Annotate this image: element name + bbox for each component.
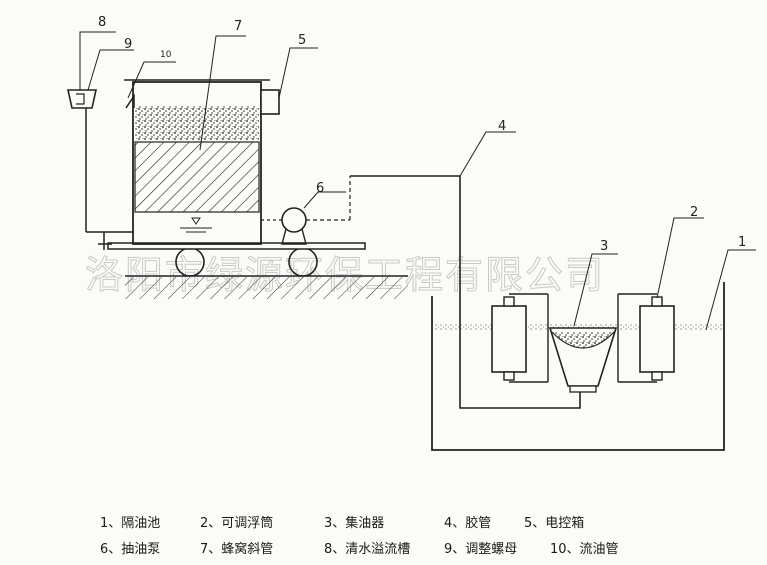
callout-6: 6 [316, 181, 324, 196]
oil-film-surface [434, 324, 722, 330]
adjustable-float-right [617, 293, 675, 383]
oil-collector [548, 327, 618, 393]
legend-item: 7、蜂窝斜管 [200, 541, 274, 557]
legend-item: 10、流油管 [550, 541, 619, 557]
oil-foam-layer [135, 106, 259, 140]
base-plate [107, 242, 366, 250]
control-box [260, 89, 280, 115]
adjustable-float-left [491, 293, 549, 383]
oil-outflow-pipe [125, 93, 135, 109]
callout-3: 3 [600, 239, 608, 254]
callout-9: 9 [124, 37, 132, 52]
callout-2: 2 [690, 205, 698, 220]
legend-item: 5、电控箱 [524, 515, 585, 531]
legend-item: 4、胶管 [444, 515, 492, 531]
rubber-hose [350, 175, 581, 409]
parts-legend: 1、隔油池 2、可调浮筒 3、集油器 4、胶管 5、电控箱 6、抽油泵 7、蜂窝… [100, 508, 700, 560]
separator-schematic: 洛阳市绿源环保工程有限公司 [67, 15, 756, 451]
legend-row-1: 1、隔油池 2、可调浮筒 3、集油器 4、胶管 5、电控箱 [100, 508, 700, 534]
callout-5: 5 [298, 33, 306, 48]
overflow-trough [67, 89, 134, 250]
callout-10: 10 [160, 50, 172, 60]
callout-1: 1 [738, 235, 746, 250]
legend-item: 9、调整螺母 [444, 541, 518, 557]
legend-item: 8、清水溢流槽 [324, 541, 411, 557]
callout-4: 4 [498, 119, 506, 134]
legend-item: 6、抽油泵 [100, 541, 161, 557]
legend-row-2: 6、抽油泵 7、蜂窝斜管 8、清水溢流槽 9、调整螺母 10、流油管 [100, 534, 700, 560]
ground [125, 275, 408, 299]
callout-8: 8 [98, 15, 106, 30]
callout-7: 7 [234, 19, 242, 34]
legend-item: 1、隔油池 [100, 515, 161, 531]
oil-pump [261, 176, 351, 245]
honeycomb-tubes [134, 141, 260, 213]
legend-item: 2、可调浮筒 [200, 515, 274, 531]
legend-item: 3、集油器 [324, 515, 385, 531]
collection-tank [431, 282, 725, 451]
oil-separator-tank [124, 79, 270, 245]
leader-lines [79, 31, 756, 331]
